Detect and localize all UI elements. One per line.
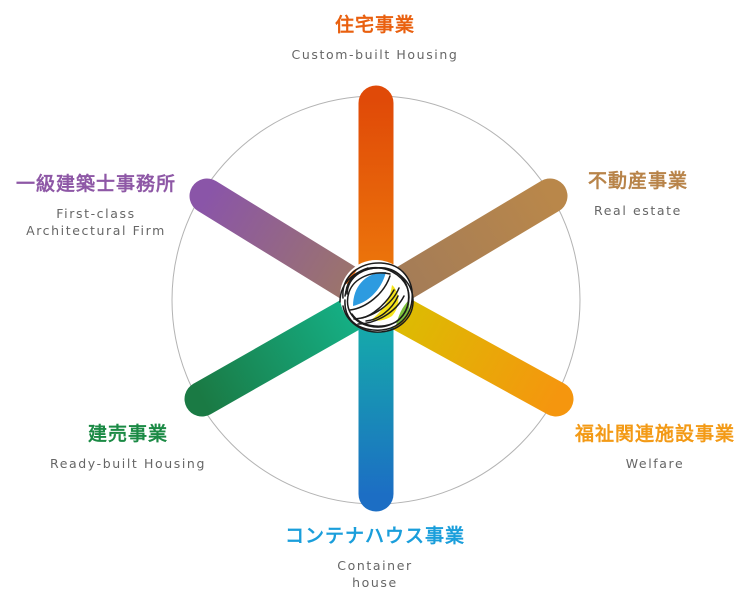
segment-subtitle: Container house xyxy=(250,557,500,591)
segment-subtitle-line: Real estate xyxy=(594,203,682,218)
label-welfare: 福祉関連施設事業 Welfare xyxy=(560,419,750,472)
segment-subtitle-line: Architectural Firm xyxy=(26,223,166,238)
segment-title: 一級建築士事務所 xyxy=(15,173,176,195)
segment-title: 不動産事業 xyxy=(587,170,688,192)
segment-subtitle: Welfare xyxy=(560,455,750,472)
label-ready-built-housing: 建売事業 Ready-built Housing xyxy=(18,419,238,472)
label-real-estate: 不動産事業 Real estate xyxy=(558,166,718,219)
segment-title: コンテナハウス事業 xyxy=(284,525,465,547)
segment-subtitle-line: Welfare xyxy=(625,456,685,471)
segment-title: 建売事業 xyxy=(87,423,168,445)
segment-subtitle: First-class Architectural Firm xyxy=(0,205,192,239)
segment-subtitle-line: house xyxy=(352,575,398,590)
segment-subtitle: Custom-built Housing xyxy=(225,46,525,63)
segment-subtitle-line: First-class xyxy=(56,206,136,221)
label-custom-built-housing: 住宅事業 Custom-built Housing xyxy=(225,10,525,63)
scribble-circle-logo-icon xyxy=(339,260,414,333)
segment-subtitle-line: Ready-built Housing xyxy=(50,456,206,471)
segment-title: 福祉関連施設事業 xyxy=(574,423,735,445)
label-container-house: コンテナハウス事業 Container house xyxy=(250,521,500,591)
label-architectural-firm: 一級建築士事務所 First-class Architectural Firm xyxy=(0,169,192,239)
segment-subtitle: Real estate xyxy=(558,202,718,219)
segment-title: 住宅事業 xyxy=(334,14,415,36)
segment-subtitle-line: Custom-built Housing xyxy=(291,47,459,62)
segment-subtitle: Ready-built Housing xyxy=(18,455,238,472)
segment-subtitle-line: Container xyxy=(337,558,413,573)
